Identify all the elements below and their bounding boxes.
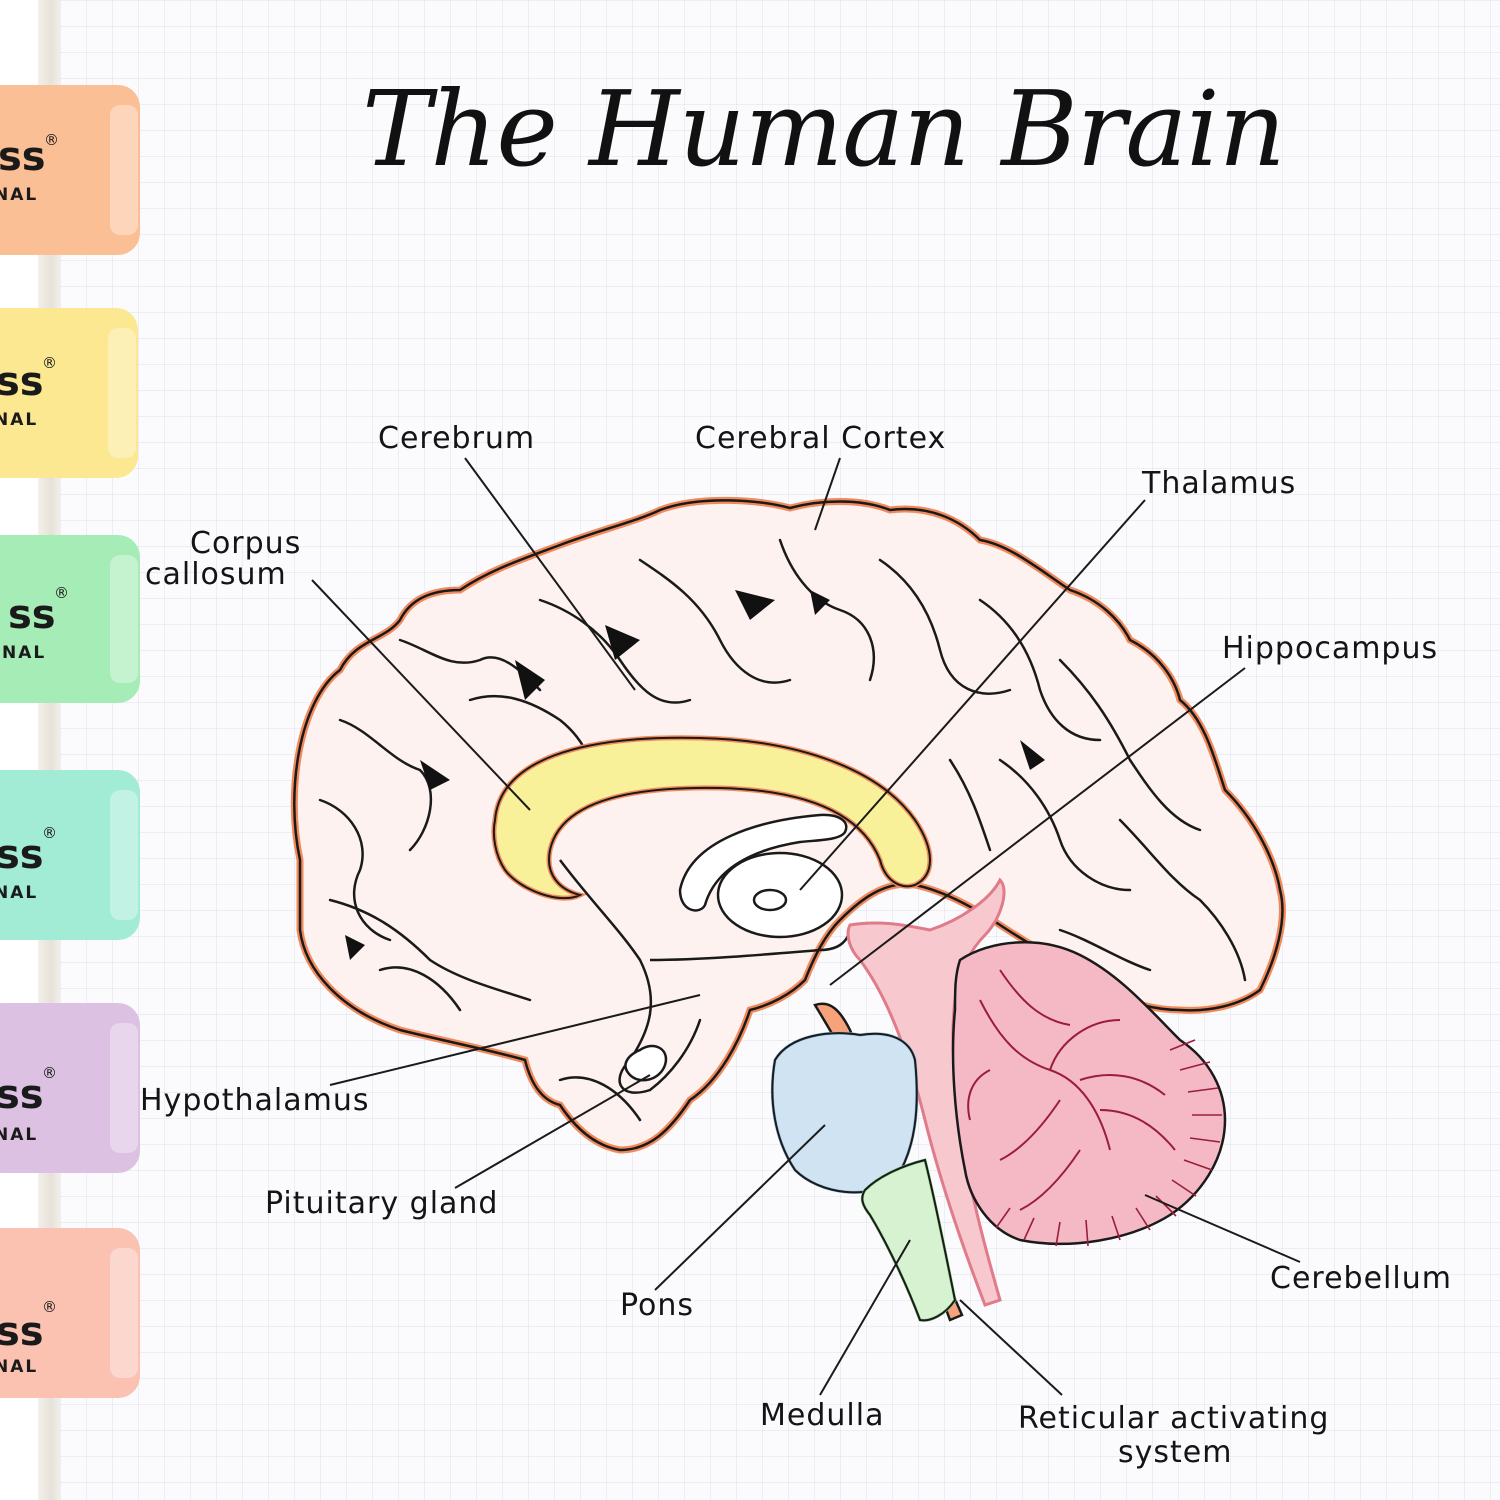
label-corpus-callosum-line1: Corpus (190, 526, 301, 561)
cerebellum-shape (951, 941, 1227, 1246)
brain-illustration (290, 496, 1286, 1322)
svg-text:®: ® (54, 584, 69, 602)
svg-text:ss: ss (0, 1072, 44, 1118)
label-hypothalamus: Hypothalamus (140, 1083, 369, 1118)
highlighter-peach: ss ® NAL (0, 85, 140, 255)
label-medulla: Medulla (760, 1398, 884, 1433)
label-pituitary-gland: Pituitary gland (265, 1186, 498, 1221)
svg-text:ss: ss (0, 832, 44, 878)
label-cerebrum: Cerebrum (378, 421, 535, 456)
leader-corpus-callosum (311, 579, 531, 811)
diagram-title: The Human Brain (362, 68, 1285, 190)
leader-thalamus (799, 499, 1146, 891)
svg-text:®: ® (42, 1298, 57, 1316)
label-hippocampus: Hippocampus (1222, 631, 1438, 666)
highlighter-green: ss ® NAL (0, 535, 140, 703)
label-reticular-line2: system (1118, 1435, 1232, 1470)
leader-hippocampus (829, 667, 1246, 986)
label-reticular-line1: Reticular activating (1018, 1401, 1329, 1436)
svg-text:NAL: NAL (0, 1125, 38, 1145)
svg-text:ss: ss (0, 1309, 44, 1355)
pituitary-shape (624, 1044, 668, 1082)
label-cerebral-cortex: Cerebral Cortex (695, 421, 946, 456)
labels: Cerebrum Cerebral Cortex Thalamus Corpus… (140, 421, 1452, 1470)
highlighter-salmon: ss ® NAL (0, 1228, 140, 1398)
leader-cerebral-cortex (814, 457, 841, 531)
highlighter-mint: ss ® NAL (0, 770, 140, 940)
svg-text:NAL: NAL (0, 410, 38, 430)
leader-pons (654, 1124, 826, 1291)
leader-lines (311, 457, 1301, 1396)
leader-cerebellum (1144, 1194, 1301, 1263)
leader-medulla (819, 1239, 911, 1396)
cerebellum-arbor (967, 969, 1176, 1211)
leader-hypothalamus (329, 994, 701, 1086)
svg-text:®: ® (42, 1064, 57, 1082)
svg-text:®: ® (44, 131, 59, 149)
highlighter-lilac: ss ® NAL (0, 1003, 140, 1173)
highlighter-yellow: ss ® NAL (0, 308, 138, 478)
label-thalamus: Thalamus (1141, 466, 1296, 501)
leader-reticular (959, 1299, 1063, 1396)
fornix-shape (678, 813, 848, 912)
leader-cerebrum (464, 457, 636, 691)
svg-text:NAL: NAL (2, 643, 46, 663)
svg-text:®: ® (42, 354, 57, 372)
label-corpus-callosum-line2: callosum (145, 557, 287, 592)
svg-text:ss: ss (0, 134, 46, 180)
svg-text:®: ® (42, 824, 57, 842)
svg-text:NAL: NAL (0, 883, 38, 903)
highlighter-pens: ss ® NAL ss ® NAL ss ® NAL ss (0, 85, 140, 1398)
label-cerebellum: Cerebellum (1270, 1261, 1452, 1296)
svg-text:ss: ss (0, 359, 44, 405)
sulci-dark (345, 590, 1045, 960)
svg-text:ss: ss (8, 592, 56, 638)
svg-text:NAL: NAL (0, 185, 38, 205)
cerebellum-folia (995, 1039, 1222, 1247)
svg-text:NAL: NAL (0, 1357, 38, 1377)
leader-pituitary (454, 1074, 651, 1189)
label-pons: Pons (620, 1288, 694, 1323)
